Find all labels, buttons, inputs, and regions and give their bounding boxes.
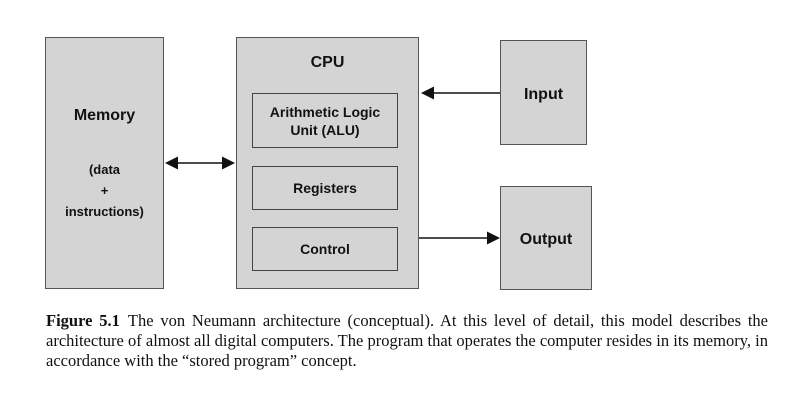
memory-line-3: instructions)	[65, 204, 144, 219]
alu-label-line-1: Arithmetic Logic	[269, 103, 381, 120]
von-neumann-diagram: Memory (data + instructions) CPU Arithme…	[45, 37, 592, 290]
arrows-layer	[165, 86, 500, 245]
alu-box: Arithmetic Logic Unit (ALU)	[252, 93, 398, 148]
cpu-to-output-arrow	[419, 231, 500, 245]
input-title: Input	[523, 86, 564, 103]
figure-caption-text: The von Neumann architecture (conceptual…	[46, 311, 768, 370]
alu-label-line-2: Unit (ALU)	[290, 121, 360, 138]
memory-box	[45, 37, 164, 289]
control-box: Control	[252, 227, 398, 271]
output-title: Output	[519, 231, 573, 248]
memory-cpu-arrow	[165, 156, 235, 170]
registers-label: Registers	[293, 180, 357, 196]
output-box	[500, 186, 592, 290]
registers-box: Registers	[252, 166, 398, 210]
memory-title: Memory	[73, 107, 136, 124]
memory-line-1: (data	[88, 162, 121, 177]
control-label: Control	[300, 241, 350, 257]
cpu-title: CPU	[310, 54, 345, 71]
input-to-cpu-arrow	[421, 86, 500, 100]
input-box	[500, 40, 587, 145]
memory-line-2: +	[100, 183, 109, 198]
figure-label: Figure 5.1	[46, 311, 120, 330]
